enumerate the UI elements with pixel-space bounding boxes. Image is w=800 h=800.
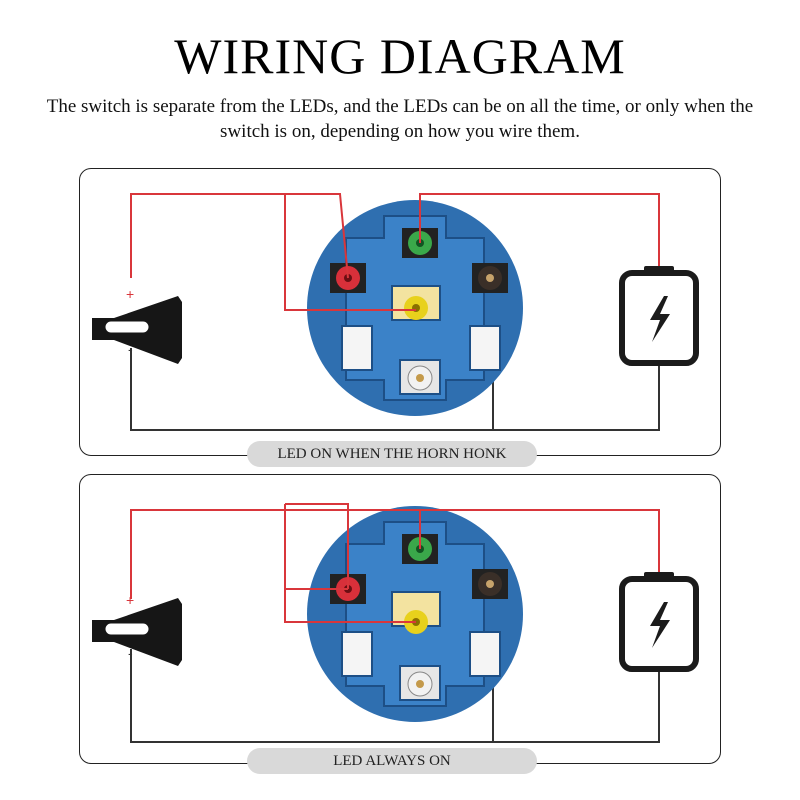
lightning-icon (650, 296, 670, 342)
terminal-yellow (404, 296, 428, 320)
horn-icon: + - (92, 286, 182, 364)
terminal-black (472, 569, 508, 599)
positive-wire (130, 193, 660, 311)
wiring-diagram-led-on-when-honk: + - (92, 193, 699, 431)
page-title: WIRING DIAGRAM (174, 28, 626, 84)
wiring-diagram-led-always-on: + - (92, 503, 699, 743)
battery-icon (619, 266, 699, 366)
terminal-white (407, 365, 433, 391)
panel-caption-led-on-when-honk: LED ON WHEN THE HORN HONK (247, 441, 537, 467)
lightning-icon (650, 602, 670, 648)
panel-caption-led-always-on: LED ALWAYS ON (247, 748, 537, 774)
horn-negative-label: - (128, 645, 133, 661)
terminal-white (407, 671, 433, 697)
page-subtitle: The switch is separate from the LEDs, an… (46, 96, 754, 142)
battery-icon (619, 572, 699, 672)
horn-positive-label: + (126, 286, 134, 302)
positive-wire (130, 503, 660, 623)
horn-icon: + - (92, 592, 182, 666)
terminal-black (472, 263, 508, 293)
horn-positive-label: + (126, 592, 134, 608)
horn-negative-label: - (128, 341, 133, 357)
